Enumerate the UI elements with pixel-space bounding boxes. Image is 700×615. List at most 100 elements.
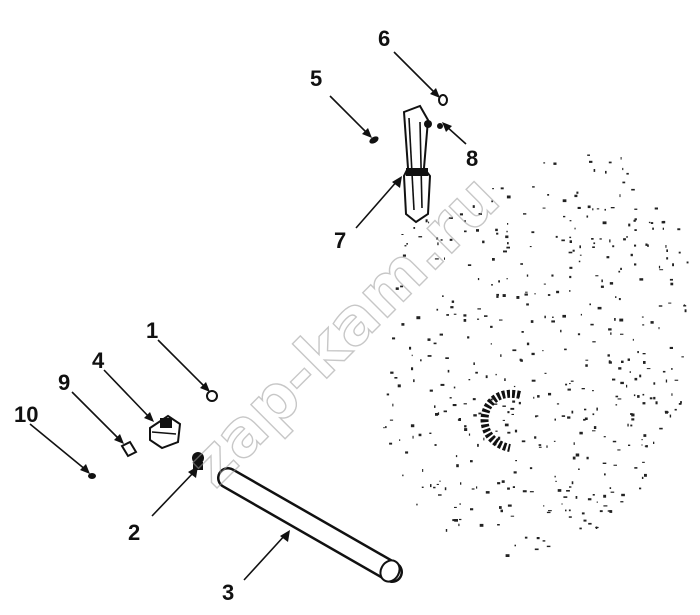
housing-speck bbox=[503, 250, 507, 253]
housing-speck bbox=[436, 483, 439, 485]
housing-speck bbox=[510, 515, 515, 517]
housing-speck bbox=[492, 258, 495, 261]
housing-speck bbox=[524, 293, 528, 296]
housing-speck bbox=[383, 427, 385, 429]
housing-speck bbox=[630, 424, 633, 427]
housing-speck bbox=[680, 401, 682, 404]
housing-speck bbox=[436, 237, 439, 240]
housing-speck bbox=[647, 244, 649, 247]
housing-speck bbox=[569, 290, 571, 292]
housing-speck bbox=[666, 249, 668, 252]
callout-7: 7 bbox=[334, 228, 346, 253]
housing-speck bbox=[653, 441, 655, 444]
housing-speck bbox=[400, 285, 403, 288]
housing-speck bbox=[644, 473, 647, 477]
housing-speck bbox=[620, 267, 622, 270]
housing-speck bbox=[500, 509, 503, 513]
housing-speck bbox=[620, 501, 624, 503]
housing-speck bbox=[621, 493, 625, 497]
housing-speck bbox=[468, 379, 471, 381]
housing-speck bbox=[464, 425, 467, 428]
housing-speck bbox=[642, 324, 645, 326]
housing-speck bbox=[607, 354, 610, 357]
housing-speck bbox=[678, 251, 681, 254]
housing-speck bbox=[464, 220, 466, 223]
housing-speck bbox=[629, 371, 631, 373]
housing-speck bbox=[561, 239, 565, 242]
housing-speck bbox=[628, 223, 631, 227]
housing-speck bbox=[557, 489, 562, 492]
housing-speck bbox=[520, 263, 523, 265]
housing-speck bbox=[553, 440, 556, 442]
housing-speck bbox=[525, 291, 528, 293]
housing-speck bbox=[519, 358, 522, 361]
housing-speck bbox=[586, 456, 589, 460]
housing-speck bbox=[658, 265, 661, 269]
housing-speck bbox=[485, 375, 488, 379]
housing-speck bbox=[456, 464, 459, 468]
housing-speck bbox=[470, 508, 474, 511]
part-5-bolt bbox=[369, 136, 379, 144]
housing-speck bbox=[620, 333, 624, 335]
housing-speck bbox=[437, 412, 440, 416]
housing-speck bbox=[507, 242, 509, 245]
housing-speck bbox=[587, 498, 592, 501]
housing-speck bbox=[561, 503, 563, 505]
housing-speck bbox=[659, 427, 663, 430]
housing-speck bbox=[505, 235, 509, 239]
housing-speck bbox=[576, 191, 579, 194]
housing-speck bbox=[542, 207, 546, 209]
housing-speck bbox=[577, 333, 581, 336]
housing-speck bbox=[649, 397, 653, 400]
housing-speck bbox=[555, 235, 558, 238]
housing-speck bbox=[392, 403, 394, 407]
housing-speck bbox=[502, 405, 506, 407]
housing-speck bbox=[464, 230, 467, 233]
housing-speck bbox=[478, 213, 482, 215]
housing-speck bbox=[506, 278, 508, 280]
housing-speck bbox=[567, 388, 571, 391]
housing-speck bbox=[433, 342, 437, 345]
housing-speck bbox=[634, 377, 638, 381]
housing-speck bbox=[584, 408, 587, 411]
housing-speck bbox=[451, 300, 455, 303]
housing-speck bbox=[562, 199, 567, 203]
housing-speck bbox=[569, 266, 573, 269]
housing-speck bbox=[449, 238, 453, 241]
housing-speck bbox=[674, 379, 679, 381]
housing-speck bbox=[589, 160, 593, 163]
housing-speck bbox=[464, 428, 468, 431]
housing-speck bbox=[531, 379, 536, 382]
housing-speck bbox=[511, 413, 514, 415]
housing-speck bbox=[654, 207, 658, 210]
housing-speck bbox=[399, 439, 401, 441]
housing-speck bbox=[478, 412, 482, 415]
housing-speck bbox=[529, 467, 533, 470]
housing-speck bbox=[546, 545, 551, 548]
housing-speck bbox=[518, 401, 521, 405]
housing-speck bbox=[436, 308, 439, 311]
housing-speck bbox=[641, 439, 643, 441]
housing-speck bbox=[418, 433, 422, 437]
housing-speck bbox=[429, 432, 432, 434]
housing-speck bbox=[506, 195, 511, 199]
housing-speck bbox=[619, 194, 621, 198]
housing-speck bbox=[476, 486, 478, 489]
housing-speck bbox=[434, 258, 439, 260]
housing-speck bbox=[538, 446, 542, 448]
housing-speck bbox=[416, 503, 418, 506]
housing-speck bbox=[413, 379, 415, 383]
housing-speck bbox=[563, 215, 566, 218]
housing-speck bbox=[529, 246, 532, 248]
housing-speck bbox=[596, 407, 598, 411]
housing-speck bbox=[495, 430, 498, 432]
housing-speck bbox=[500, 187, 504, 190]
housing-speck bbox=[427, 355, 432, 357]
housing-speck bbox=[390, 371, 394, 374]
housing-speck bbox=[569, 220, 572, 222]
housing-speck bbox=[506, 230, 508, 233]
housing-speck bbox=[633, 219, 636, 222]
housing-speck bbox=[502, 294, 506, 297]
housing-speck bbox=[610, 491, 615, 493]
housing-speck bbox=[581, 388, 585, 390]
